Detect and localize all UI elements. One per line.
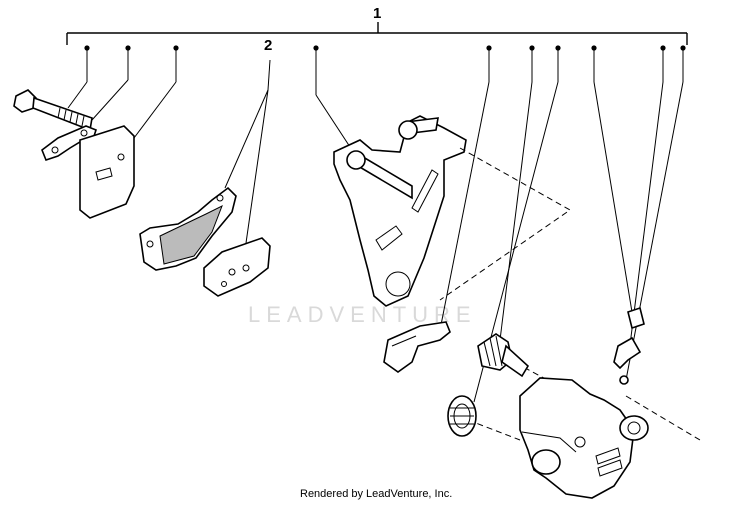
callout-1-bracket <box>66 22 688 45</box>
callout-1-label: 1 <box>373 5 381 22</box>
brake-pad-outer <box>203 237 271 297</box>
leader-lines <box>67 45 686 403</box>
pad-shim <box>79 125 135 219</box>
pin-bolt <box>13 89 93 132</box>
slide-pin-boot <box>477 333 530 378</box>
bleeder-cap <box>627 306 645 330</box>
bleeder-valve <box>613 336 642 385</box>
caliper-body <box>519 377 649 499</box>
credit-text: Rendered by LeadVenture, Inc. <box>300 488 452 500</box>
pad-retainer-clip <box>383 321 451 373</box>
caliper-bracket <box>333 115 467 307</box>
watermark-text: LEADVENTURE <box>248 302 477 327</box>
brake-pad-inner <box>139 186 237 271</box>
piston-seal <box>447 395 477 437</box>
callout-2-label: 2 <box>264 37 272 54</box>
